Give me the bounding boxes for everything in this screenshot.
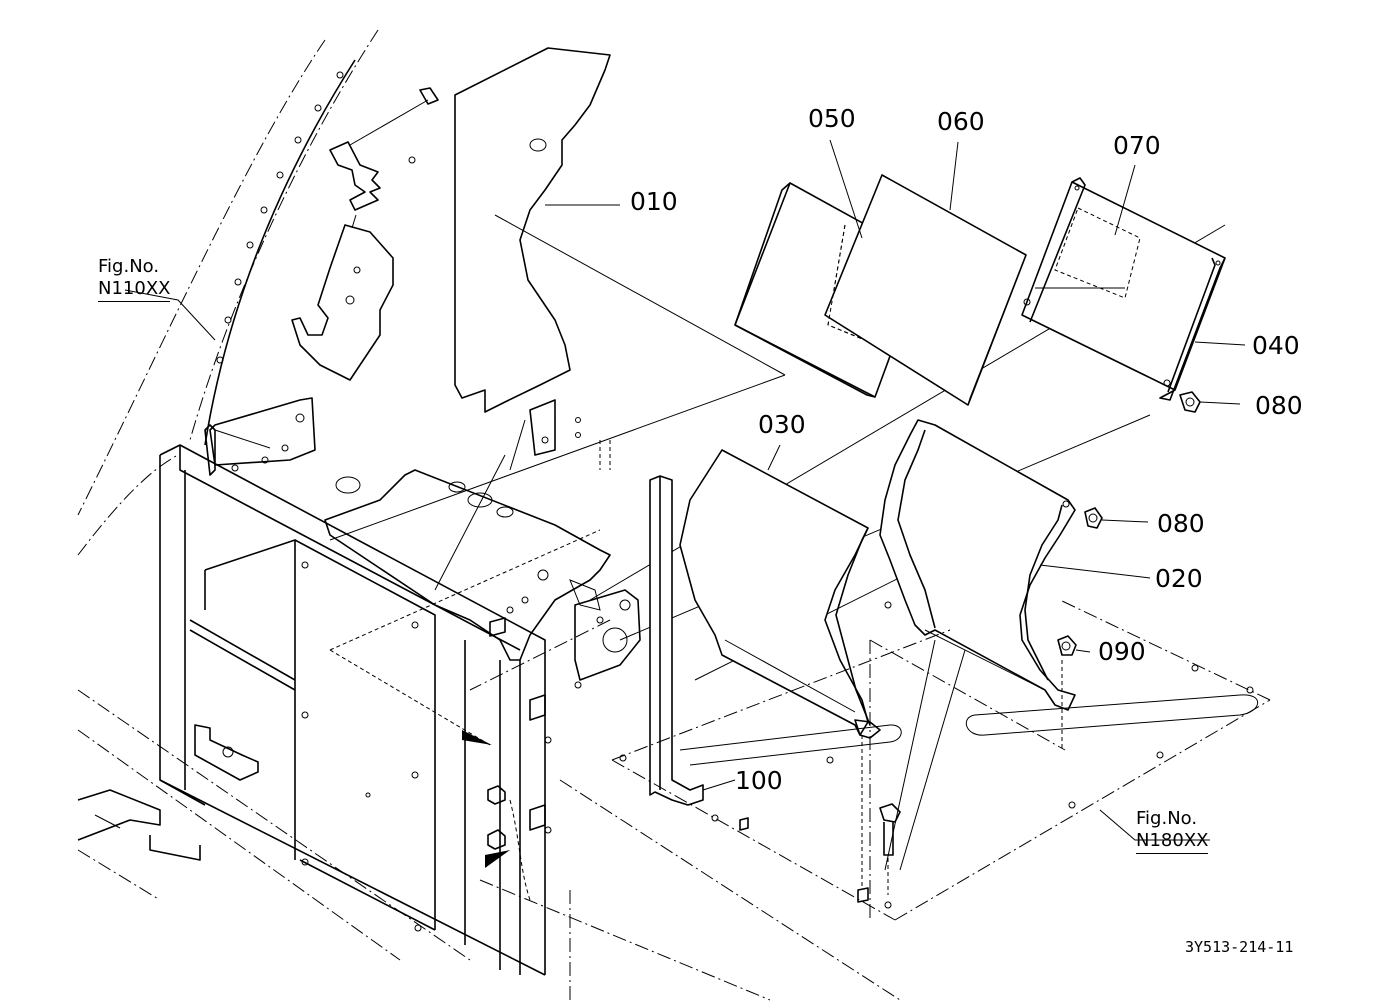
part-010-panel [454, 47, 611, 413]
center-support-plate [324, 469, 611, 661]
drawing-number: 3Y513-214-11 [1185, 938, 1294, 956]
part-020-bracket [879, 419, 1076, 711]
part-060-mat [824, 174, 1027, 406]
floor-step-left [77, 789, 201, 861]
console-side-bracket [574, 589, 641, 681]
console-details [462, 617, 582, 901]
panel-mount-bracket [529, 399, 611, 470]
fig-ref-right: Fig.No. N180XX [1136, 808, 1209, 854]
label-010: 010 [630, 187, 678, 216]
label-030: 030 [758, 410, 806, 439]
lever-bracket [194, 724, 259, 781]
fig-ref-right-title: Fig.No. [1136, 808, 1198, 829]
fig-ref-left-code: N110XX [98, 278, 171, 302]
floor-plate-right [611, 599, 1271, 921]
label-070: 070 [1113, 131, 1161, 160]
nut-090 [1057, 635, 1077, 750]
fig-ref-left: Fig.No. N110XX [98, 256, 171, 302]
label-080-lower: 080 [1157, 509, 1205, 538]
label-100: 100 [735, 766, 783, 795]
bolt-080-upper [1179, 391, 1241, 413]
part-040-cover [1021, 177, 1226, 401]
fig-ref-right-code: N180XX [1136, 830, 1209, 854]
part-030-panel [679, 449, 881, 739]
floor-bolt [739, 735, 901, 903]
label-020: 020 [1155, 564, 1203, 593]
label-040: 040 [1252, 331, 1300, 360]
cabin-frame-arc [77, 29, 379, 516]
fig-ref-left-title: Fig.No. [98, 256, 160, 277]
label-090: 090 [1098, 637, 1146, 666]
hinge-brackets [291, 87, 439, 381]
label-050: 050 [808, 104, 856, 133]
label-080-upper: 080 [1255, 391, 1303, 420]
label-060: 060 [937, 107, 985, 136]
leader-lines [124, 139, 1246, 841]
bolt-080-lower [1084, 507, 1149, 529]
mount-plate-left [204, 397, 316, 476]
part-100-bracket [649, 475, 736, 806]
console-frame [159, 444, 546, 976]
